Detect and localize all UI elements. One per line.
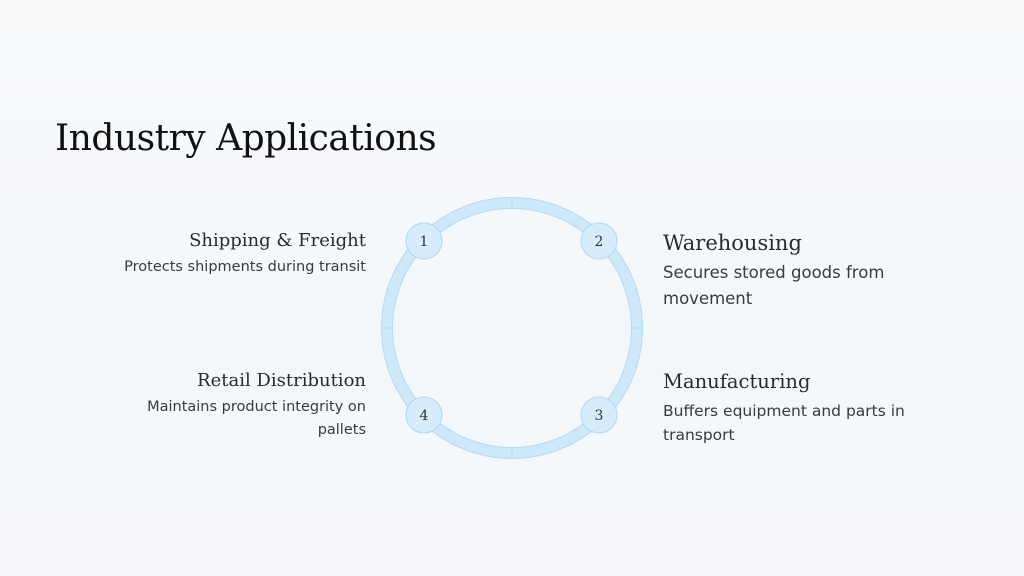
item-2-title: Warehousing — [663, 231, 802, 255]
item-1-title: Shipping & Freight — [189, 230, 366, 251]
cycle-ring-ticks — [382, 198, 642, 458]
cycle-node-3: 3 — [580, 396, 618, 434]
item-1-description: Protects shipments during transit — [124, 259, 366, 275]
slide-title: Industry Applications — [55, 118, 437, 159]
cycle-node-2: 2 — [580, 222, 618, 260]
cycle-node-2-circle — [580, 222, 618, 260]
item-retail-distribution: Retail Distribution Maintains product in… — [106, 368, 366, 442]
item-3-description: Buffers equipment and parts in transport — [663, 402, 905, 444]
cycle-node-1-circle — [405, 222, 443, 260]
cycle-node-1-number: 1 — [420, 234, 429, 250]
cycle-node-3-circle — [580, 396, 618, 434]
cycle-node-1: 1 — [405, 222, 443, 260]
item-2-description: Secures stored goods from movement — [663, 263, 885, 308]
cycle-node-4-number: 4 — [420, 408, 429, 424]
cycle-node-3-number: 3 — [595, 408, 604, 424]
item-shipping-freight: Shipping & Freight Protects shipments du… — [106, 228, 366, 279]
cycle-ring-edge-outer — [381, 197, 643, 459]
item-manufacturing: Manufacturing Buffers equipment and part… — [663, 368, 953, 447]
cycle-node-2-number: 2 — [595, 234, 604, 250]
item-warehousing: Warehousing Secures stored goods from mo… — [663, 229, 953, 312]
item-4-title: Retail Distribution — [197, 370, 366, 391]
cycle-node-4: 4 — [405, 396, 443, 434]
item-4-description: Maintains product integrity on pallets — [147, 399, 366, 438]
item-3-title: Manufacturing — [663, 370, 811, 393]
cycle-node-4-circle — [405, 396, 443, 434]
